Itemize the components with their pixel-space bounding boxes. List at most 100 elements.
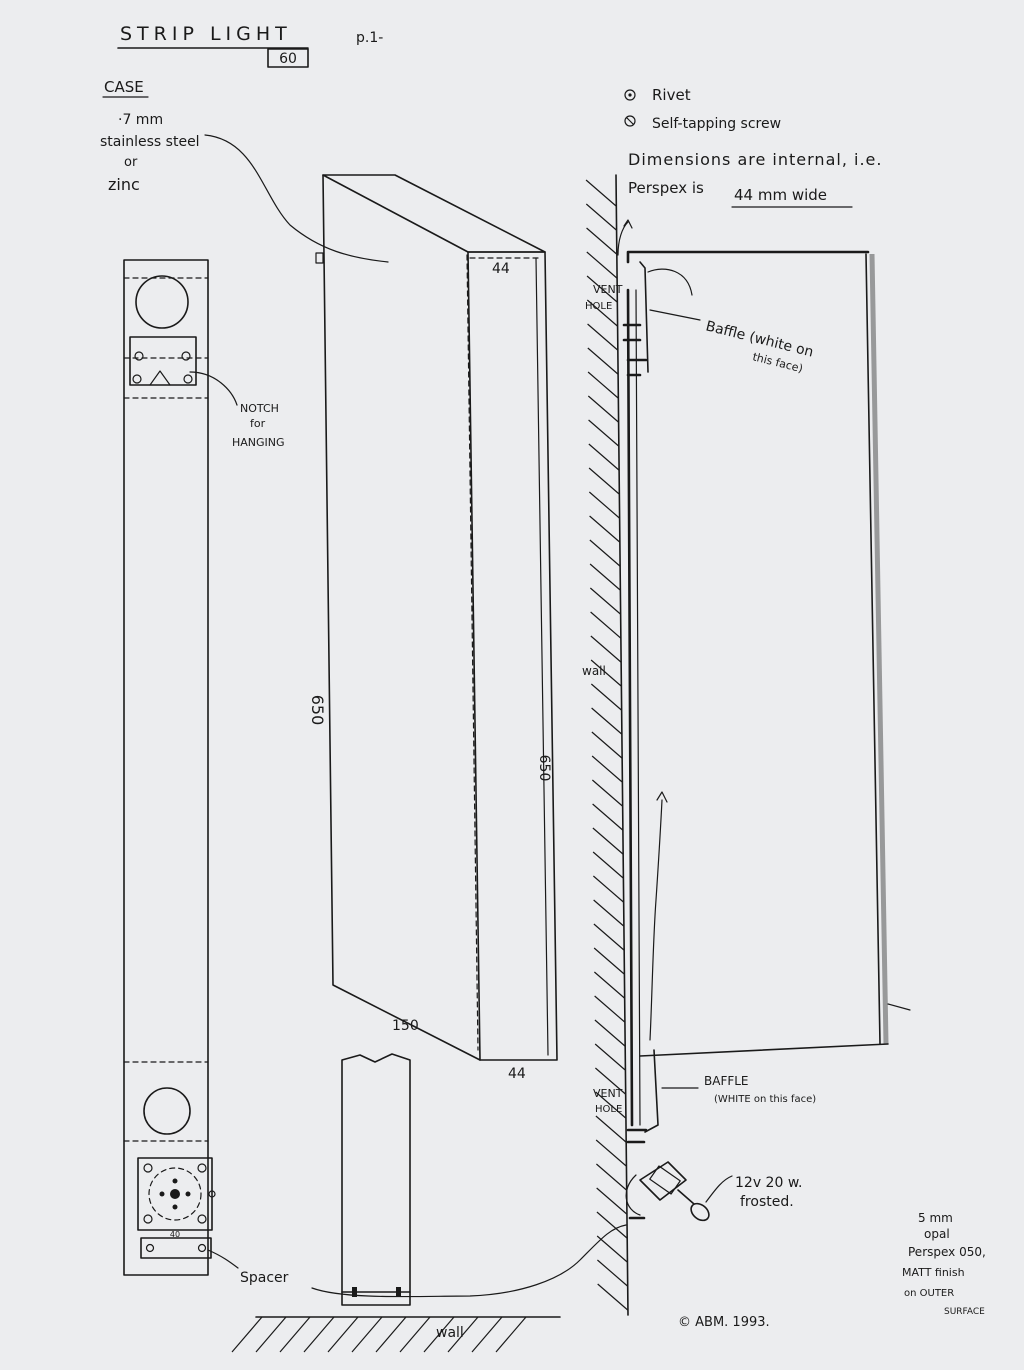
wall-hatch-line	[596, 1187, 628, 1215]
dimensions-note-prefix: Perspex is	[628, 179, 704, 197]
hanging-lug	[315, 252, 324, 264]
case-thickness: ·7 mm	[118, 112, 163, 128]
lamp-socket-pin	[185, 1191, 191, 1197]
case-or: or	[124, 155, 138, 170]
lamp-bulb-icon	[690, 1202, 710, 1222]
section-wall-label: wall	[582, 664, 606, 678]
wall-hatch-line	[590, 611, 621, 639]
wall-hatch-line	[587, 323, 618, 351]
box-top-face	[322, 174, 546, 253]
perspex-label-5: on OUTER	[904, 1288, 954, 1299]
floor-hatch-line	[231, 1316, 263, 1353]
lamp-label-2: frosted.	[740, 1194, 794, 1210]
case-bottom-edge	[639, 1043, 889, 1057]
bottom-rivets	[626, 1128, 648, 1220]
notch-label-2: for	[250, 417, 266, 430]
perspex-label-3: Perspex 050,	[908, 1245, 986, 1259]
wall-hatch-line	[596, 1163, 627, 1191]
top-airflow-arrowhead	[623, 219, 633, 229]
wall-hatch-line	[591, 707, 623, 735]
lamp-holder-outline	[148, 1167, 202, 1221]
lamp-wire	[625, 1174, 641, 1216]
box-dim-height-right: 650	[536, 755, 552, 782]
top-baffle	[639, 261, 649, 373]
perspex-label-1: 5 mm	[918, 1211, 953, 1225]
wall-hatch-line	[594, 1019, 626, 1047]
plate-screw-icon	[197, 1214, 207, 1224]
screw-symbol-icon	[624, 115, 636, 127]
sheet-number-box	[267, 48, 309, 68]
spacer-leader-line	[207, 1249, 239, 1269]
box-dim-height-left: 650	[308, 695, 327, 726]
case-back-inner	[635, 289, 641, 1126]
rivet-symbol-dot	[628, 93, 632, 97]
floor-hatch-line	[399, 1316, 431, 1353]
wall-hatch-line	[593, 899, 625, 927]
box-dim-width: 44	[508, 1066, 526, 1082]
spacer-rivet-icon	[145, 1243, 155, 1253]
spacer-bar	[140, 1237, 212, 1259]
case-heading: CASE	[104, 78, 144, 96]
wall-hatch-line	[587, 347, 619, 375]
case-leader-line	[204, 134, 389, 263]
notch-label-3: HANGING	[232, 436, 285, 449]
spacer-leader-to-section	[311, 1224, 627, 1298]
wall-hatch-line	[595, 1115, 627, 1143]
wall-hatch-line	[588, 467, 620, 495]
floor-wall-label: wall	[436, 1325, 464, 1341]
bracket-rivet-icon	[183, 374, 193, 384]
rivet-symbol-icon	[624, 89, 636, 101]
wall-hatch-line	[591, 755, 623, 783]
bottom-airflow-arrowhead	[656, 791, 668, 803]
wall-hatch-line	[595, 1139, 627, 1167]
spacer-block-fixing	[352, 1287, 357, 1297]
vent-bottom-label-2: HOLE	[595, 1104, 622, 1115]
lamp-stem	[677, 1189, 695, 1205]
box-inner-edge	[535, 257, 549, 1056]
page-number: p.1-	[356, 30, 383, 46]
dimensions-note-line1: Dimensions are internal, i.e.	[628, 150, 882, 169]
bracket-screw-icon	[134, 351, 144, 361]
plate-dimension: 40	[170, 1230, 180, 1239]
dimensions-note: Dimensions are internal, i.e. Perspex is…	[628, 150, 882, 208]
floor-wall-hatching	[231, 1316, 527, 1353]
case-material-1: stainless steel	[100, 134, 200, 150]
wall-hatch-line	[590, 659, 622, 687]
wall-hatch-line	[589, 587, 621, 615]
box-hidden-edge	[466, 254, 479, 1051]
hanging-notch	[149, 370, 171, 386]
floor-hatch-line	[447, 1316, 479, 1353]
perspex-label-4: MATT finish	[902, 1266, 965, 1279]
floor-hatch-line	[495, 1316, 527, 1353]
case-note: CASE ·7 mm stainless steel or zinc	[100, 78, 389, 263]
case-material-2: zinc	[108, 175, 140, 194]
spacer-label: Spacer	[240, 1270, 289, 1286]
top-rivets	[622, 323, 648, 377]
plate-screw-icon	[197, 1163, 207, 1173]
notch-label-1: NOTCH	[240, 402, 279, 415]
vent-top-label-1: VENT	[593, 283, 623, 296]
floor-hatch-line	[351, 1316, 383, 1353]
floor-hatch-line	[327, 1316, 359, 1353]
case-back-panel	[626, 288, 634, 1127]
wall-hatch-line	[591, 779, 623, 807]
wall-hatch-line	[590, 683, 622, 711]
bracket-rivet-icon	[132, 374, 142, 384]
legend-screw-label: Self-tapping screw	[652, 116, 781, 132]
wall-hatch-line	[589, 563, 621, 591]
title-block: STRIP LIGHT p.1- 60	[117, 23, 383, 68]
lamp-socket-pin	[159, 1191, 165, 1197]
title-text: STRIP LIGHT	[120, 23, 292, 45]
wall-hatch-line	[590, 635, 622, 663]
lamp-socket-pin	[172, 1178, 178, 1184]
wall-hatch-line	[592, 851, 624, 879]
plate-screw-icon	[143, 1163, 153, 1173]
vent-top-label-2: HOLE	[585, 301, 612, 312]
wall-hatch-line	[586, 299, 618, 327]
case-top-edge	[626, 250, 870, 264]
sheet-number: 60	[279, 51, 297, 67]
bottom-baffle	[644, 1049, 659, 1133]
perspex-label-2: opal	[924, 1227, 950, 1241]
baffle-bottom-label-1: BAFFLE	[704, 1074, 749, 1088]
box-front-face	[467, 251, 558, 1061]
